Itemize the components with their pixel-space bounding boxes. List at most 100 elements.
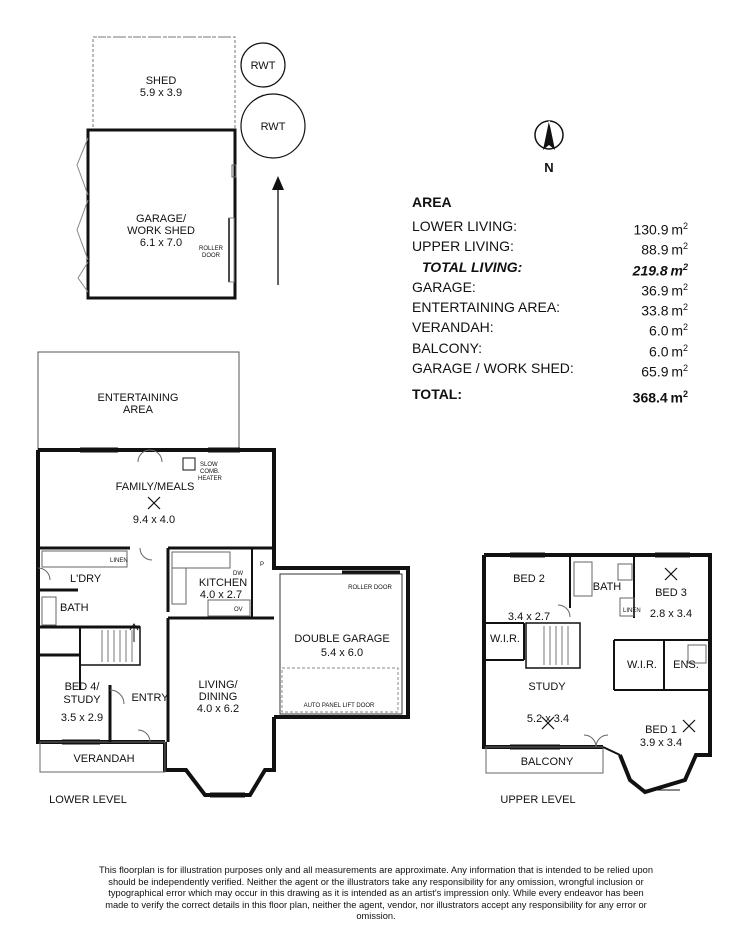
area-row-unit-sup: 2 bbox=[682, 342, 688, 353]
area-row-label: TOTAL LIVING: bbox=[422, 258, 523, 275]
area-row-unit: m bbox=[671, 343, 683, 360]
area-row-unit: m bbox=[671, 282, 683, 299]
area-row-value: 88.9 bbox=[641, 241, 669, 258]
label-family-dim: 9.4 x 4.0 bbox=[133, 514, 175, 526]
area-row: BALCONY: 6.0 m2 bbox=[412, 338, 688, 360]
label-bed1-dim: 3.9 x 3.4 bbox=[640, 737, 682, 749]
area-row: GARAGE / WORK SHED: 65.9 m2 bbox=[412, 358, 688, 380]
label-wir-2: W.I.R. bbox=[627, 659, 657, 671]
area-row: LOWER LIVING: 130.9 m2 bbox=[412, 216, 688, 238]
area-row-label: LOWER LIVING: bbox=[412, 218, 518, 234]
upper-level-plan bbox=[482, 552, 712, 795]
area-row-label: GARAGE / WORK SHED: bbox=[412, 360, 574, 377]
area-row-unit-sup: 2 bbox=[682, 322, 688, 333]
label-entertaining: ENTERTAINING bbox=[98, 392, 179, 404]
label-wir-1: W.I.R. bbox=[490, 633, 520, 645]
label-comb: COMB. bbox=[200, 469, 220, 475]
label-kitchen-dim: 4.0 x 2.7 bbox=[200, 589, 242, 601]
label-bed4-study: STUDY bbox=[63, 694, 101, 706]
area-total-label: TOTAL: bbox=[412, 386, 463, 403]
area-total-value-wrap: 368.4 m2 bbox=[632, 384, 688, 407]
area-row-unit: m bbox=[671, 241, 683, 258]
area-row: ENTERTAINING AREA: 33.8 m2 bbox=[412, 297, 688, 319]
label-roller-door: ROLLER DOOR bbox=[348, 585, 392, 591]
area-row-value: 33.8 bbox=[641, 302, 669, 319]
label-family: FAMILY/MEALS bbox=[116, 481, 195, 493]
lower-level-plan bbox=[36, 351, 410, 798]
area-row-value-wrap: 6.0 m2 bbox=[649, 338, 688, 360]
label-garage-ws: GARAGE/ bbox=[136, 213, 187, 225]
label-living: LIVING/ bbox=[198, 679, 238, 691]
north-arrow-icon bbox=[534, 120, 564, 150]
label-dw: DW bbox=[233, 571, 243, 577]
label-bed1: BED 1 bbox=[645, 724, 677, 736]
label-bed2-dim: 3.4 x 2.7 bbox=[508, 611, 550, 623]
label-living-2: DINING bbox=[199, 691, 238, 703]
area-row-label: ENTERTAINING AREA: bbox=[412, 299, 561, 316]
area-row-unit-sup: 2 bbox=[682, 281, 688, 292]
area-row-value-wrap: 6.0 m2 bbox=[649, 317, 688, 340]
area-row-label: UPPER LIVING: bbox=[412, 238, 514, 255]
label-ensuite: ENS. bbox=[673, 659, 699, 671]
label-roller-door-small-2: DOOR bbox=[202, 253, 221, 259]
area-row-value-wrap: 36.9 m2 bbox=[641, 277, 688, 299]
label-auto-door: AUTO PANEL LIFT DOOR bbox=[304, 703, 375, 709]
label-double-garage-dim: 5.4 x 6.0 bbox=[321, 647, 363, 659]
area-row-unit-sup: 2 bbox=[682, 261, 688, 272]
area-row-unit: m bbox=[671, 323, 683, 340]
label-north: N bbox=[544, 160, 553, 175]
area-row-value-wrap: 33.8 m2 bbox=[641, 297, 688, 319]
label-roller-door-small: ROLLER bbox=[199, 246, 224, 252]
label-bed2: BED 2 bbox=[513, 573, 545, 585]
label-study-dim: 5.2 x 3.4 bbox=[527, 713, 569, 725]
area-row-unit: m bbox=[670, 262, 683, 279]
area-row-value: 36.9 bbox=[641, 282, 669, 299]
label-rwt-1: RWT bbox=[251, 60, 276, 72]
label-study: STUDY bbox=[528, 681, 566, 693]
label-double-garage: DOUBLE GARAGE bbox=[294, 633, 389, 645]
label-shed-dim: 5.9 x 3.9 bbox=[140, 87, 182, 99]
area-row-unit: m bbox=[671, 363, 683, 380]
area-row-unit-sup: 2 bbox=[682, 241, 688, 252]
area-row-unit-sup: 2 bbox=[682, 302, 688, 313]
label-upper-level: UPPER LEVEL bbox=[500, 794, 575, 806]
area-row: GARAGE: 36.9 m2 bbox=[412, 277, 688, 299]
rainwater-tank-2 bbox=[240, 93, 306, 159]
label-balcony: BALCONY bbox=[521, 756, 574, 768]
driveway-arrow bbox=[272, 176, 284, 285]
area-row-value-wrap: 130.9 m2 bbox=[633, 216, 688, 238]
label-bath-upper: BATH bbox=[593, 581, 622, 593]
label-bed4-dim: 3.5 x 2.9 bbox=[61, 712, 103, 724]
area-row: VERANDAH: 6.0 m2 bbox=[412, 317, 688, 340]
label-pantry: P bbox=[260, 562, 264, 568]
area-row-value: 6.0 bbox=[649, 323, 669, 340]
label-verandah: VERANDAH bbox=[73, 753, 134, 765]
area-row-value: 6.0 bbox=[649, 343, 669, 360]
label-linen-upper: LINEN bbox=[623, 608, 641, 614]
area-row-value: 130.9 bbox=[633, 221, 669, 238]
label-ov: OV bbox=[234, 607, 243, 613]
label-slow: SLOW bbox=[200, 462, 218, 468]
area-row-label: GARAGE: bbox=[412, 278, 476, 295]
area-row-unit-sup: 2 bbox=[682, 363, 688, 374]
rainwater-tank-1 bbox=[240, 42, 286, 88]
area-total-value: 368.4 bbox=[632, 390, 668, 407]
label-entry: ENTRY bbox=[131, 692, 169, 704]
area-row-label: VERANDAH: bbox=[412, 319, 494, 336]
label-shed: SHED bbox=[146, 75, 177, 87]
area-row-label: BALCONY: bbox=[412, 339, 483, 356]
label-linen: LINEN bbox=[110, 558, 128, 564]
label-bed4: BED 4/ bbox=[65, 681, 101, 693]
area-total-unit-sup: 2 bbox=[682, 389, 688, 400]
label-kitchen: KITCHEN bbox=[199, 577, 247, 589]
label-entertaining-2: AREA bbox=[123, 404, 154, 416]
label-ldry: L'DRY bbox=[70, 573, 102, 585]
area-row-unit: m bbox=[671, 302, 683, 319]
area-row-value-wrap: 88.9 m2 bbox=[641, 236, 688, 258]
area-row-value-wrap: 65.9 m2 bbox=[641, 358, 688, 380]
label-lower-level: LOWER LEVEL bbox=[49, 794, 127, 806]
label-bath: BATH bbox=[60, 602, 89, 614]
